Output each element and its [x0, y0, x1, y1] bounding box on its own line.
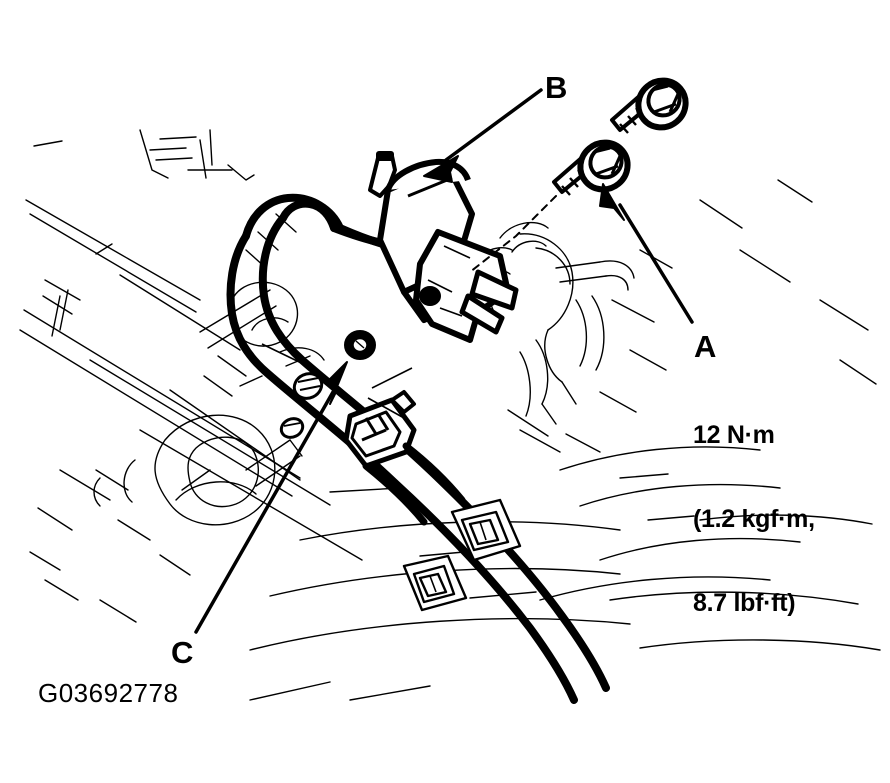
torque-line-kgfm: (1.2 kgf·m, — [693, 505, 815, 533]
torque-specification: 12 N·m (1.2 kgf·m, 8.7 lbf·ft) — [693, 365, 815, 673]
grommet-ring — [344, 330, 376, 360]
electrical-connector — [343, 390, 466, 526]
purge-control-solenoid-valve — [368, 151, 519, 343]
callout-c-label: C — [171, 635, 194, 670]
bolt-installation-axis — [469, 195, 557, 273]
flange-bolt-upper — [610, 77, 689, 134]
wire-harness — [402, 442, 466, 504]
torque-line-nm: 12 N·m — [693, 421, 775, 449]
callout-a-leader — [599, 183, 694, 324]
bracket-bolt-hole — [419, 286, 441, 306]
background-fastener — [279, 372, 324, 439]
figure-id-label: G03692778 — [38, 678, 179, 708]
hose-clamp-bracket — [402, 498, 522, 612]
torque-line-lbfft: 8.7 lbf·ft) — [693, 589, 796, 617]
callout-b-label: B — [545, 70, 568, 105]
flange-bolt-lower — [552, 139, 631, 196]
callout-c-arrowhead — [326, 361, 348, 405]
callout-b-arrowhead — [423, 155, 459, 183]
callout-a-arrowhead — [599, 183, 625, 221]
callout-b-leader — [423, 88, 543, 183]
callout-c-leader — [194, 343, 413, 634]
callout-a-label: A — [694, 329, 717, 364]
hose-clamp-detail — [429, 521, 487, 593]
